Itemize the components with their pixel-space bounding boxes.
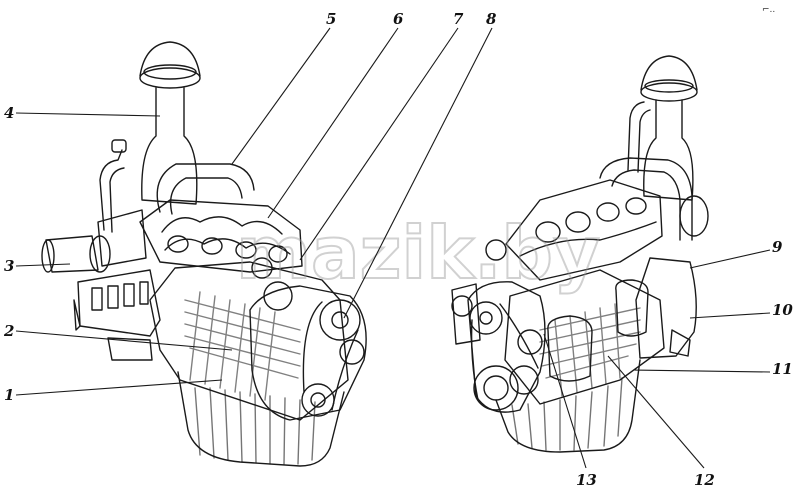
callout-labels: 1 2 3 4 5 6 7 8 9 10 11 12 13 bbox=[3, 10, 793, 489]
callout-12: 12 bbox=[694, 471, 715, 489]
engine-right-view bbox=[451, 55, 709, 453]
right-flywheel-housing bbox=[635, 257, 697, 359]
engine-left-view bbox=[41, 41, 367, 467]
callout-8: 8 bbox=[486, 10, 497, 28]
left-crank-pulley bbox=[301, 383, 335, 417]
callout-6: 6 bbox=[393, 10, 404, 28]
right-curved-pipe bbox=[599, 157, 693, 241]
left-fuel-pump bbox=[77, 269, 161, 337]
callout-10: 10 bbox=[772, 301, 793, 319]
leader-lines bbox=[15, 27, 771, 469]
left-drive-belt bbox=[302, 301, 359, 411]
right-air-cleaner bbox=[643, 99, 694, 201]
left-front-cover bbox=[249, 285, 367, 421]
callout-5: 5 bbox=[326, 10, 336, 28]
right-oil-sump bbox=[495, 359, 641, 453]
left-curved-pipe bbox=[156, 163, 255, 213]
left-fan-pulley bbox=[319, 299, 361, 341]
watermark: mazik.by bbox=[236, 211, 600, 295]
callout-13: 13 bbox=[576, 471, 597, 489]
callout-7: 7 bbox=[453, 10, 464, 28]
callout-9: 9 bbox=[772, 238, 783, 256]
left-filter-pipe bbox=[99, 149, 123, 231]
left-intake-pipe bbox=[45, 235, 99, 273]
callout-1: 1 bbox=[4, 386, 14, 404]
left-oil-sump bbox=[177, 371, 345, 467]
left-cylinder-head bbox=[139, 199, 303, 273]
callout-4: 4 bbox=[4, 104, 14, 122]
right-cylinder-block bbox=[504, 269, 665, 405]
callout-3: 3 bbox=[4, 257, 14, 275]
right-cylinder-head bbox=[505, 179, 663, 281]
right-crank-pulley bbox=[473, 365, 519, 411]
callout-2: 2 bbox=[3, 322, 14, 340]
left-air-cleaner bbox=[141, 87, 198, 205]
right-drive-belt bbox=[470, 303, 539, 401]
corner-mark: ⌐.. bbox=[762, 5, 775, 15]
callout-11: 11 bbox=[772, 360, 793, 378]
